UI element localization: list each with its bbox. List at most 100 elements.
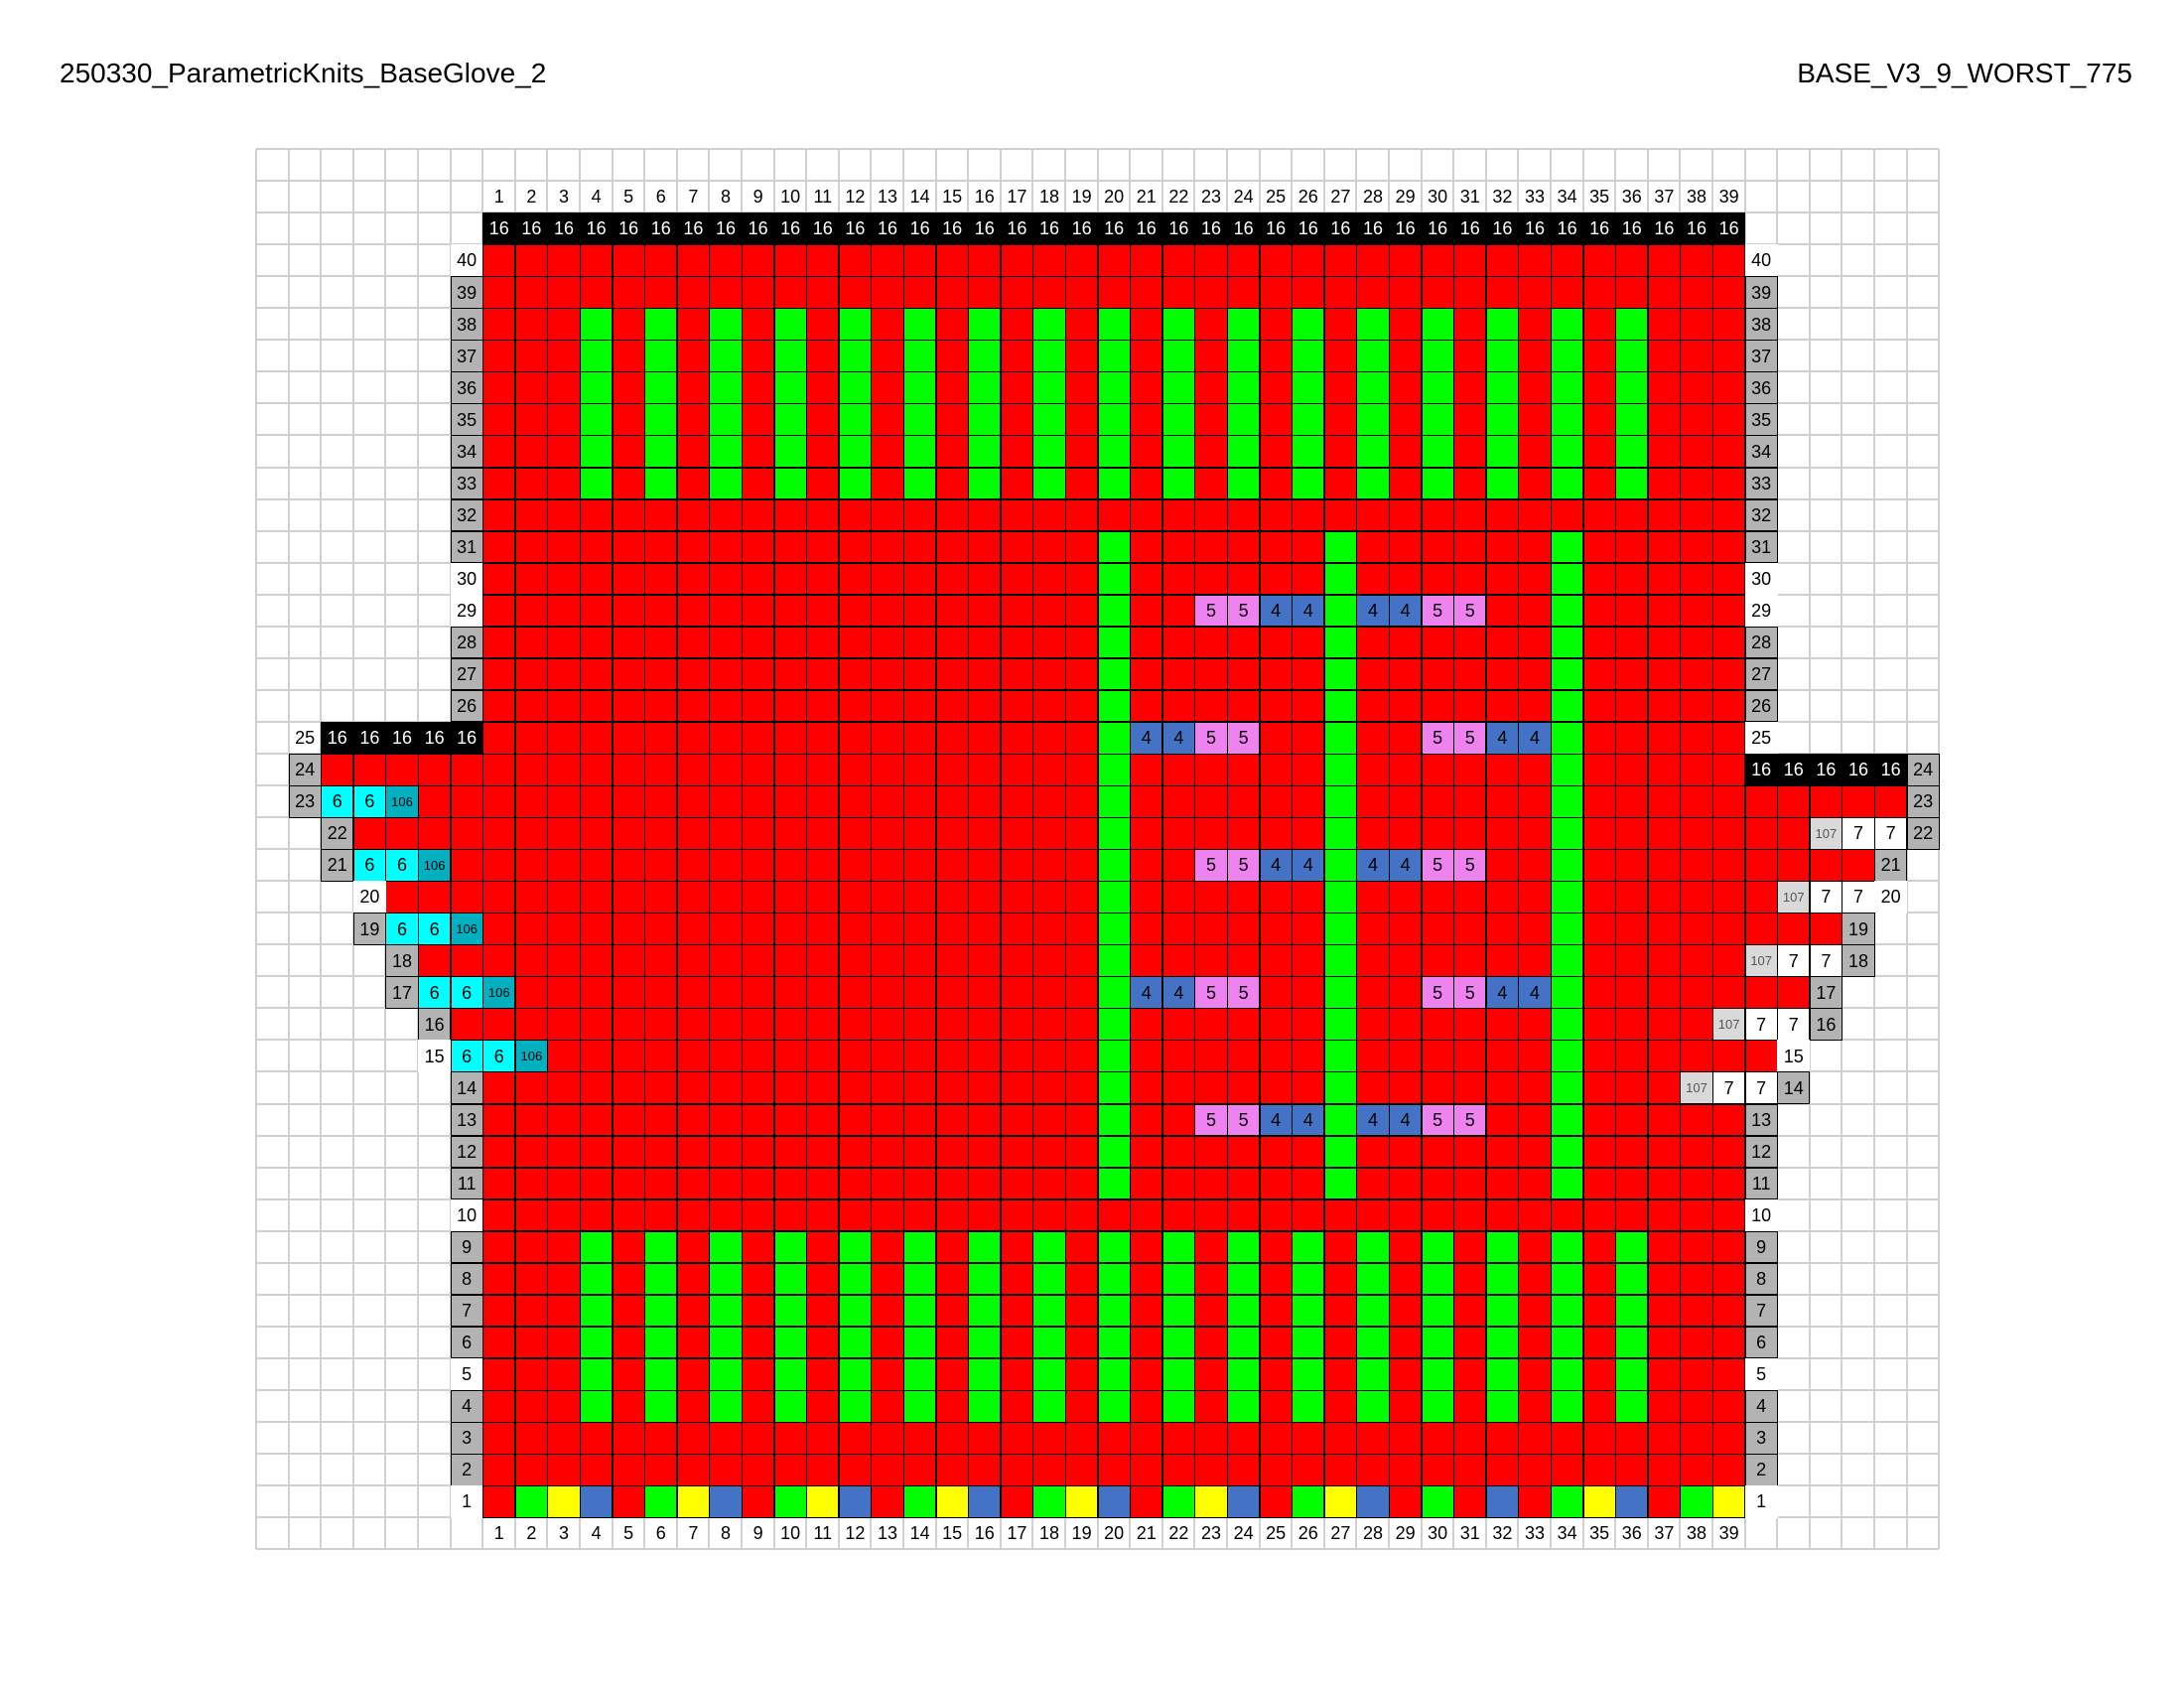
decrease-cell: 107 xyxy=(1712,1008,1746,1041)
stitch-cell xyxy=(1097,308,1131,341)
stitch-cell xyxy=(547,944,581,977)
stitch-cell xyxy=(1032,913,1066,945)
stitch-cell xyxy=(1194,913,1228,945)
stitch-cell xyxy=(1356,467,1390,500)
stitch-cell xyxy=(321,753,354,786)
stitch-cell xyxy=(968,721,1002,755)
stitch-cell xyxy=(1744,849,1778,882)
stitch-cell xyxy=(1680,785,1713,818)
stitch-cell xyxy=(1582,721,1616,755)
stitch-cell xyxy=(1259,562,1293,596)
stitch-cell xyxy=(1518,403,1552,437)
stitch-cell xyxy=(1161,594,1195,628)
stitch-cell xyxy=(742,371,775,404)
stitch-cell xyxy=(1518,498,1552,532)
stitch-cell xyxy=(612,849,645,882)
stitch-cell xyxy=(1356,403,1390,437)
stitch-cell: 5 xyxy=(1453,849,1487,882)
stitch-cell xyxy=(1421,1389,1454,1423)
stitch-cell xyxy=(1518,276,1552,309)
stitch-cell xyxy=(1292,657,1325,691)
stitch-cell xyxy=(385,753,419,786)
stitch-cell xyxy=(1032,1389,1066,1423)
stitch-cell xyxy=(968,1389,1002,1423)
stitch-cell xyxy=(580,1103,614,1137)
stitch-cell xyxy=(1065,753,1099,786)
stitch-cell xyxy=(709,785,743,818)
stitch-cell: 5 xyxy=(1453,976,1487,1009)
stitch-cell xyxy=(903,1262,937,1296)
right-top-code-cell: 16 xyxy=(1809,753,1843,786)
stitch-cell xyxy=(1356,657,1390,691)
stitch-cell xyxy=(1130,530,1163,564)
stitch-cell xyxy=(742,308,775,341)
column-number-top: 34 xyxy=(1557,187,1577,208)
stitch-cell xyxy=(1323,467,1357,500)
stitch-cell xyxy=(903,626,937,659)
top-code-cell: 16 xyxy=(1259,212,1293,245)
stitch-cell xyxy=(1712,371,1746,404)
column-number-bottom: 18 xyxy=(1038,1523,1059,1544)
stitch-cell xyxy=(742,1262,775,1296)
stitch-cell xyxy=(1389,1167,1423,1200)
stitch-cell xyxy=(1161,1262,1195,1296)
stitch-cell xyxy=(709,1198,743,1232)
stitch-cell xyxy=(838,1357,872,1391)
stitch-cell xyxy=(903,1294,937,1328)
stitch-cell xyxy=(968,1167,1002,1200)
stitch-cell xyxy=(1065,1198,1099,1232)
stitch-cell xyxy=(1065,498,1099,532)
stitch-cell xyxy=(1194,244,1228,277)
stitch-cell xyxy=(1194,753,1228,786)
stitch-cell xyxy=(806,594,840,628)
stitch-cell xyxy=(1356,1326,1390,1359)
stitch-cell xyxy=(773,626,807,659)
stitch-cell xyxy=(806,530,840,564)
stitch-cell xyxy=(742,340,775,372)
stitch-cell xyxy=(612,371,645,404)
stitch-cell xyxy=(742,881,775,914)
stitch-cell xyxy=(838,1103,872,1137)
stitch-cell xyxy=(612,1326,645,1359)
stitch-cell xyxy=(871,1422,904,1455)
stitch-cell xyxy=(644,1485,678,1518)
row-label-left: 8 xyxy=(450,1262,483,1296)
stitch-cell: 4 xyxy=(1485,721,1519,755)
top-code-cell: 16 xyxy=(773,212,807,245)
stitch-cell xyxy=(1227,1389,1261,1423)
stitch-cell xyxy=(1647,562,1681,596)
stitch-cell xyxy=(1097,371,1131,404)
stitch-cell xyxy=(806,881,840,914)
stitch-cell xyxy=(968,785,1002,818)
stitch-cell xyxy=(514,753,548,786)
stitch-cell xyxy=(806,913,840,945)
stitch-cell xyxy=(514,1454,548,1486)
stitch-cell: 4 xyxy=(1161,976,1195,1009)
stitch-cell xyxy=(935,1262,969,1296)
stitch-cell xyxy=(871,1389,904,1423)
stitch-cell xyxy=(742,1008,775,1041)
decrease-cell: 7 xyxy=(1842,881,1875,914)
stitch-cell xyxy=(1680,1262,1713,1296)
stitch-cell xyxy=(1518,817,1552,850)
stitch-cell xyxy=(1615,1071,1649,1105)
stitch-cell xyxy=(968,244,1002,277)
stitch-cell xyxy=(935,1294,969,1328)
stitch-cell xyxy=(1582,913,1616,945)
stitch-cell xyxy=(773,1071,807,1105)
row-label-left: 36 xyxy=(450,371,483,404)
stitch-cell xyxy=(1065,721,1099,755)
stitch-cell xyxy=(806,1230,840,1264)
stitch-cell xyxy=(1680,626,1713,659)
stitch-cell xyxy=(547,721,581,755)
stitch-cell xyxy=(1518,1071,1552,1105)
stitch-cell xyxy=(1389,721,1423,755)
stitch-cell xyxy=(1292,340,1325,372)
stitch-cell xyxy=(1421,1071,1454,1105)
stitch-cell xyxy=(1421,1294,1454,1328)
row-label-right: 17 xyxy=(1809,976,1843,1009)
stitch-cell xyxy=(1485,530,1519,564)
left-top-code-cell: 16 xyxy=(352,721,386,755)
stitch-cell xyxy=(1453,881,1487,914)
stitch-cell xyxy=(1777,785,1811,818)
